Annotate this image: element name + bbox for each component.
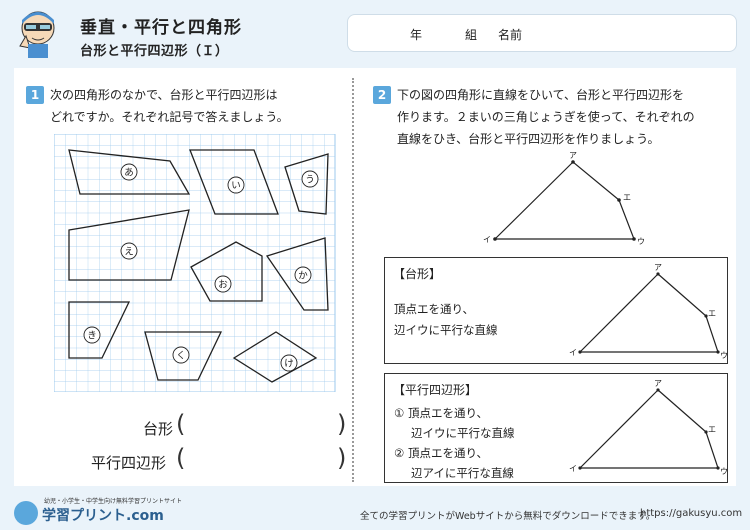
shape-ke [232, 331, 318, 383]
vertex-u-label: ウ [637, 237, 645, 246]
shape-ki [68, 301, 131, 359]
trapezoid-vertex-i-label: イ [569, 348, 577, 357]
parallelogram-box-line3: ② 頂点エを通り、 [394, 446, 489, 460]
parallelogram-box-line1: ① 頂点エを通り、 [394, 406, 489, 420]
trapezoid-vertex-e-label: エ [708, 309, 716, 318]
parallelogram-box [384, 373, 728, 483]
shape-label-ki: き [87, 331, 97, 342]
vertex-e-label: エ [623, 193, 631, 202]
question-1-number: 1 [26, 86, 44, 104]
parallelogram-box-title: 【平行四辺形】 [393, 383, 478, 397]
column-divider [352, 78, 354, 482]
logo-icon [14, 501, 38, 525]
shape-label-e: え [124, 247, 134, 258]
shape-label-ku: く [176, 351, 186, 362]
parallelogram-box-line4: 辺アイに平行な直線 [411, 466, 514, 480]
answer-field-trapezoid[interactable] [186, 414, 334, 440]
question-2-text-line3: 直線をひき、台形と平行四辺形を作りましょう。 [397, 132, 660, 146]
parallelogram-vertex-i-label: イ [569, 464, 577, 473]
footer-note: 全ての学習プリントがWebサイトから無料でダウンロードできます。 [360, 511, 656, 522]
class-label: 組 [465, 28, 478, 42]
shape-u [284, 153, 329, 215]
answer-paren-open-1: ( [176, 410, 186, 438]
shape-grid: あ い う え お か き く け [54, 134, 336, 392]
page-subtitle: 台形と平行四辺形（Ｉ） [80, 44, 229, 59]
shape-i [189, 149, 279, 215]
parallelogram-vertex-a-label: ア [654, 379, 662, 388]
answer-paren-close-2: ) [337, 444, 347, 472]
site-logo[interactable]: 学習プリント.com [42, 508, 164, 524]
parallelogram-vertex-e-label: エ [708, 425, 716, 434]
answer-field-parallelogram[interactable] [186, 448, 334, 474]
parallelogram-vertex-u-label: ウ [720, 467, 728, 476]
trapezoid-vertex-a-label: ア [654, 263, 662, 272]
answer-label-trapezoid: 台形 [143, 420, 174, 438]
trapezoid-box-line2: 辺イウに平行な直線 [394, 323, 498, 337]
answer-paren-open-2: ( [176, 444, 186, 472]
question-2-text-line2: 作ります。２まいの三角じょうぎを使って、それぞれの [397, 110, 695, 124]
quadrilateral-figure: ア イ ウ エ [483, 151, 645, 246]
question-1-text-line2: どれですか。それぞれ記号で答えましょう。 [50, 110, 289, 124]
question-2-number: 2 [373, 86, 391, 104]
shape-label-i: い [231, 181, 241, 192]
vertex-a-label: ア [569, 151, 577, 160]
trapezoid-box [384, 257, 728, 364]
parallelogram-box-line2: 辺イウに平行な直線 [411, 426, 515, 440]
shape-e [68, 209, 190, 281]
name-label: 名前 [498, 28, 523, 42]
question-2-text-line1: 下の図の四角形に直線をひいて、台形と平行四辺形を [397, 88, 685, 102]
answer-label-parallelogram: 平行四辺形 [91, 454, 167, 472]
shape-label-a: あ [124, 168, 134, 179]
trapezoid-box-title: 【台形】 [393, 267, 442, 281]
shape-ka [265, 237, 329, 311]
page-title: 垂直・平行と四角形 [80, 18, 242, 38]
shape-label-o: お [218, 280, 228, 291]
trapezoid-vertex-u-label: ウ [720, 351, 728, 360]
shape-label-ke: け [284, 359, 294, 370]
shape-o [190, 241, 263, 302]
year-label: 年 [410, 28, 423, 42]
footer-url[interactable]: https://gakusyu.com [640, 508, 743, 519]
question-1-text-line1: 次の四角形のなかで、台形と平行四辺形は [50, 88, 278, 102]
parallelogram-figure: ア イ ウ エ [569, 379, 728, 476]
logo-tagline: 幼児・小学生・中学生向け無料学習プリントサイト [44, 498, 183, 505]
mascot-icon [19, 11, 55, 58]
trapezoid-figure: ア イ ウ エ [569, 263, 728, 360]
shape-label-u: う [305, 175, 315, 186]
footer [0, 490, 750, 530]
vertex-i-label: イ [483, 235, 491, 244]
name-box[interactable]: 年 組 名前 [347, 14, 737, 52]
shape-label-ka: か [298, 271, 308, 282]
trapezoid-box-line1: 頂点エを通り、 [394, 302, 475, 316]
answer-paren-close-1: ) [337, 410, 347, 438]
shape-ku [144, 331, 223, 381]
shape-a [68, 149, 191, 195]
